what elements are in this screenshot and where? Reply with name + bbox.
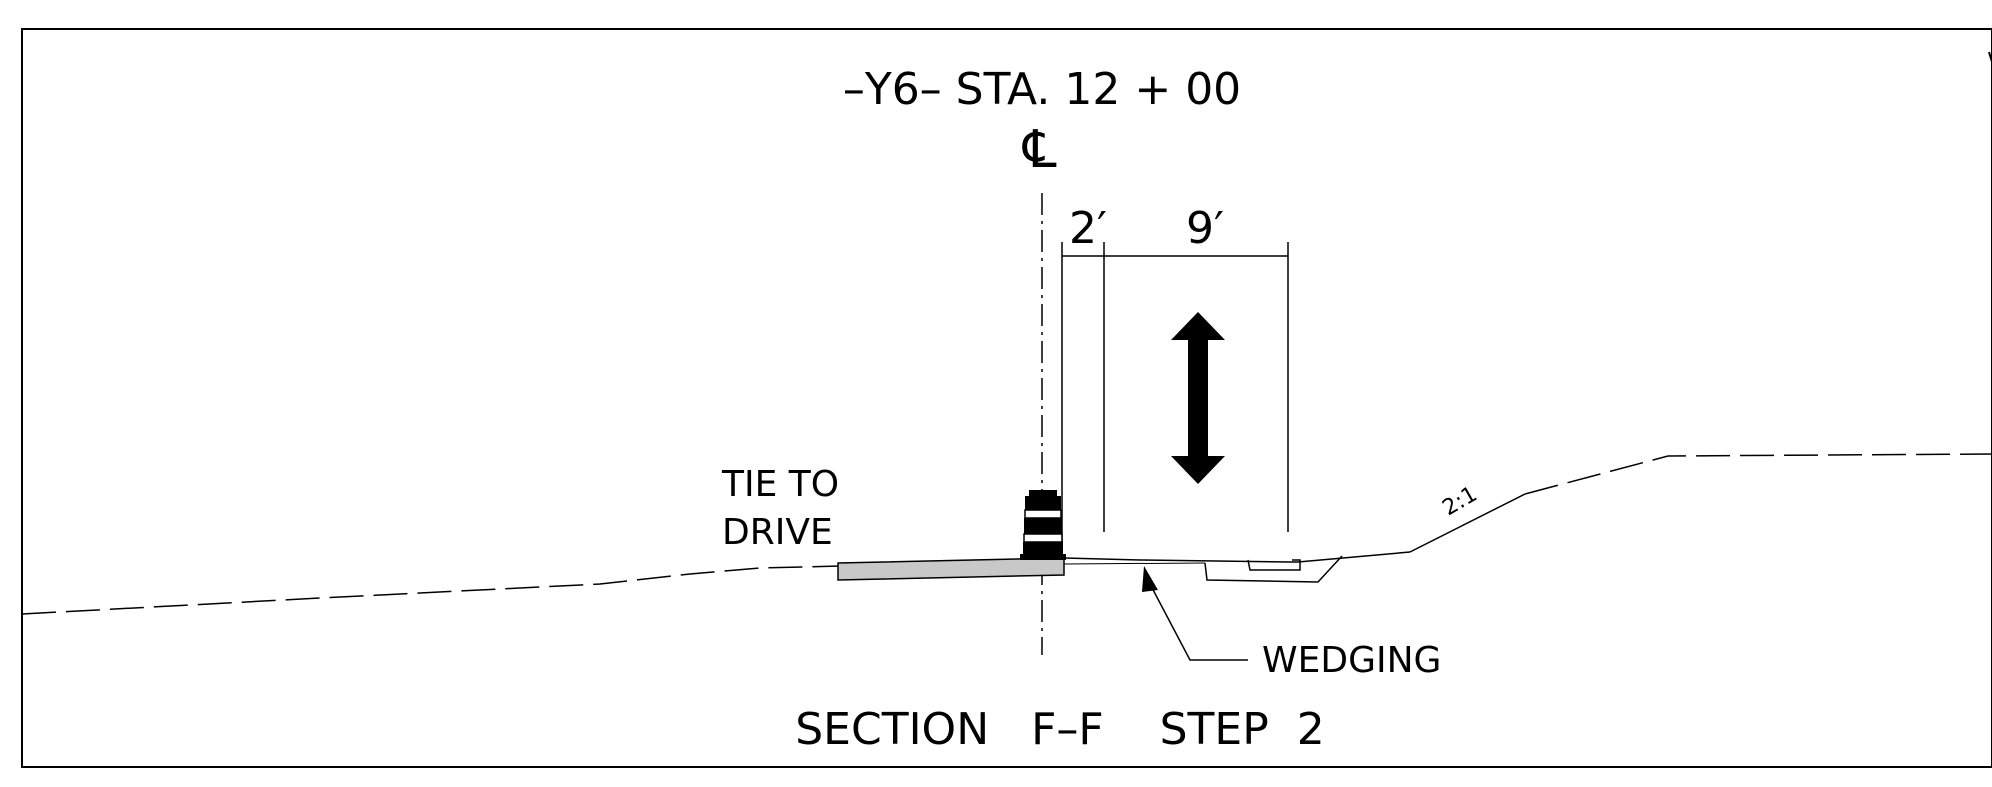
centerline-icon: ℄ xyxy=(1021,120,1057,180)
station-label: –Y6– STA. 12 + 00 xyxy=(843,64,1241,115)
leader-arrowhead-icon xyxy=(1142,566,1158,592)
tie-label-line1: TIE TO xyxy=(721,464,839,505)
existing-ground-right xyxy=(1524,453,1992,495)
drawing-frame xyxy=(21,28,1992,768)
existing-ground-left xyxy=(21,565,841,615)
wedging-layer xyxy=(1063,562,1206,565)
dimension-lane-label: 9′ xyxy=(1186,203,1224,254)
tie-label-line2: DRIVE xyxy=(722,512,833,553)
wedging-label: WEDGING xyxy=(1262,640,1441,681)
fill-slope xyxy=(1409,493,1526,553)
gutter-profile xyxy=(1247,559,1301,571)
drive-pavement xyxy=(837,557,1065,581)
section-title: SECTION F–F STEP 2 xyxy=(795,704,1324,755)
traffic-drum-icon xyxy=(1020,490,1066,560)
wedging-leader xyxy=(1149,583,1248,661)
dimension-shoulder-label: 2′ xyxy=(1069,203,1107,254)
curb-profile xyxy=(1204,555,1343,583)
slope-label: 2:1 xyxy=(1439,482,1482,521)
double-headed-arrow-icon xyxy=(1171,312,1225,484)
road-surface xyxy=(1063,551,1411,563)
